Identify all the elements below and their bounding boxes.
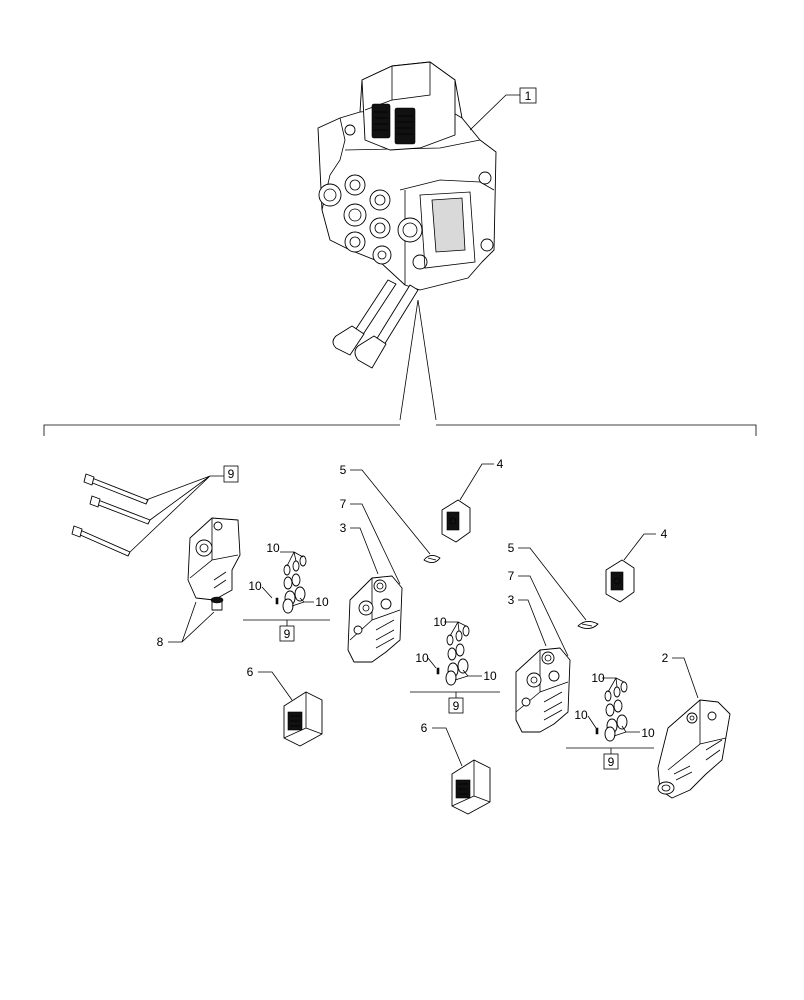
callout-1-label: 1 [525, 89, 532, 103]
callout-7-a: 7 [340, 497, 401, 585]
callout-5-a: 5 [340, 463, 431, 555]
callout-10-c2: 10 [574, 708, 588, 722]
callout-10-c1: 10 [591, 671, 605, 685]
connector-plate-right [605, 559, 635, 603]
callout-7-a-label: 7 [340, 497, 347, 511]
cap-left [423, 555, 441, 563]
callout-3-b-label: 3 [508, 593, 515, 607]
callout-10-b2: 10 [415, 651, 429, 665]
callout-6-a-label: 6 [247, 665, 254, 679]
callout-9-top-label: 9 [228, 467, 235, 481]
callout-4-b-label: 4 [661, 527, 668, 541]
callout-10-b3: 10 [483, 669, 497, 683]
seal-kit-b [410, 621, 500, 698]
callout-3-a-label: 3 [340, 521, 347, 535]
callout-5-a-label: 5 [340, 463, 347, 477]
callout-3-a: 3 [340, 521, 379, 575]
callout-6-b-label: 6 [421, 721, 428, 735]
callout-10-a3: 10 [315, 595, 329, 609]
callout-7-b: 7 [508, 569, 569, 657]
valve-section-left [347, 575, 403, 663]
callout-9-b: 9 [448, 697, 464, 714]
callout-6-b: 6 [421, 721, 463, 767]
callout-8: 8 [157, 601, 215, 649]
callout-9-a-label: 9 [284, 627, 291, 641]
tie-rod-bolts [71, 473, 151, 557]
callout-9-a: 9 [279, 625, 295, 642]
callout-7-b-label: 7 [508, 569, 515, 583]
assembly-leader-line [399, 299, 437, 421]
callout-2: 2 [662, 651, 699, 699]
callout-6-a: 6 [247, 665, 293, 701]
callout-10-a1: 10 [266, 541, 280, 555]
solenoid-left [283, 691, 323, 747]
exploded-view-bracket [43, 424, 757, 436]
callout-9-c: 9 [603, 753, 619, 770]
callout-9-top: 9 [129, 465, 239, 553]
callout-10-a2: 10 [248, 579, 262, 593]
callout-4-b: 4 [623, 527, 668, 561]
callout-8-label: 8 [157, 635, 164, 649]
callout-4-a-label: 4 [497, 457, 504, 471]
callout-9-c-label: 9 [608, 755, 615, 769]
outlet-end-section [657, 699, 731, 799]
callout-5-b-label: 5 [508, 541, 515, 555]
callout-5-b: 5 [508, 541, 587, 621]
callout-9-b-label: 9 [453, 699, 460, 713]
control-valve-assembly [317, 61, 497, 369]
callout-10-b1: 10 [433, 615, 447, 629]
inlet-section [187, 517, 241, 611]
connector-plate-left [441, 499, 471, 543]
cap-right [577, 621, 599, 629]
solenoid-right [451, 759, 491, 815]
callout-4-a: 4 [459, 457, 504, 501]
callout-10-c3: 10 [641, 726, 655, 740]
callout-3-b: 3 [508, 593, 547, 647]
seal-kit-a [243, 551, 330, 626]
callout-2-label: 2 [662, 651, 669, 665]
seal-kit-c [566, 677, 654, 754]
valve-section-right [515, 647, 571, 733]
callout-1: 1 [469, 87, 537, 131]
